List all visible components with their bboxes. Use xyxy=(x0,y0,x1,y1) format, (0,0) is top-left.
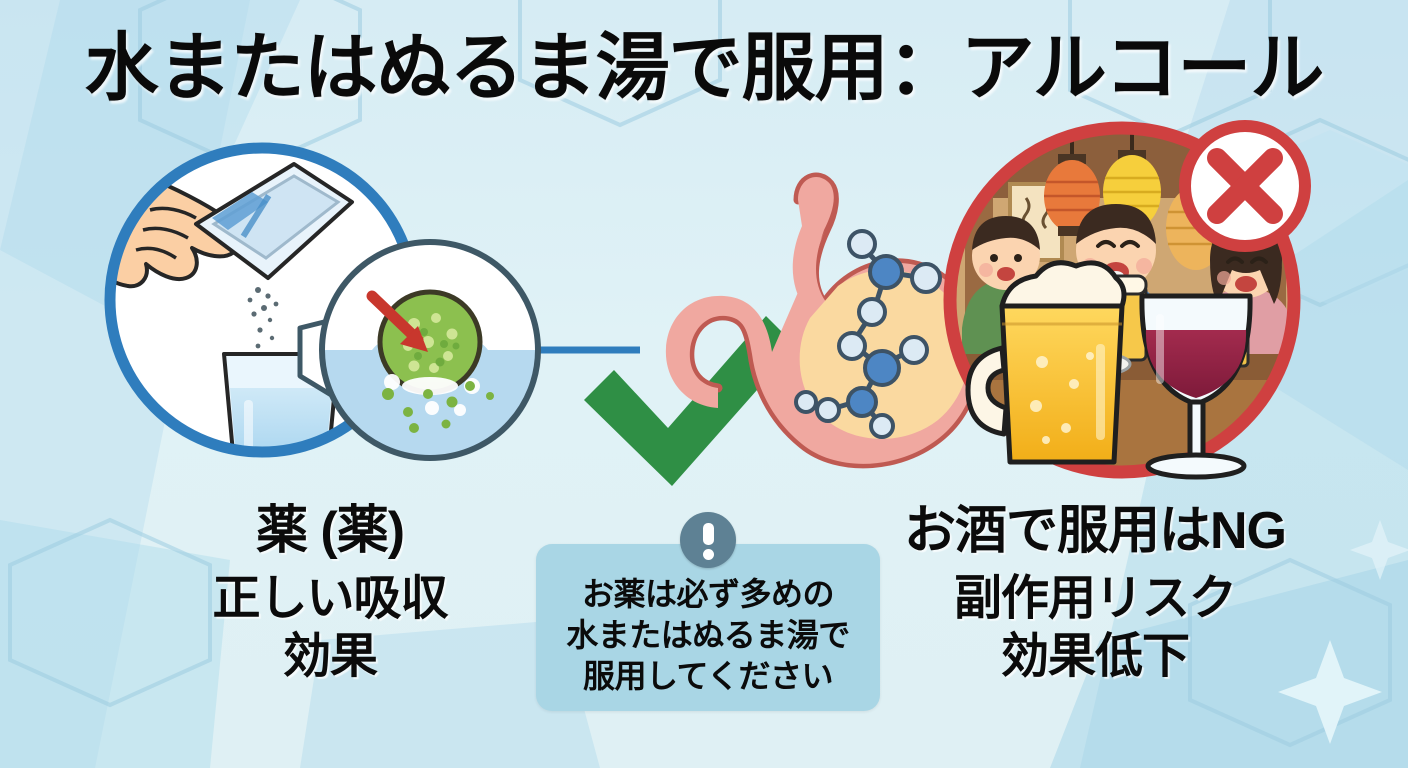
right-caption-line-1: 副作用リスク xyxy=(953,572,1237,625)
red-x-badge xyxy=(1179,120,1311,252)
exclamation-circle-icon xyxy=(680,512,736,568)
left-caption: 薬 (薬) 正しい吸収 効果 xyxy=(120,500,540,686)
dissolution-inset xyxy=(319,239,541,461)
red-arrow-icon xyxy=(366,290,428,352)
right-caption-line-2: 効果低下 xyxy=(1000,630,1190,683)
beer-mug-illustration xyxy=(965,260,1127,465)
center-callout: お薬は必ず多めの 水またはぬるま湯で 服用してください xyxy=(536,512,880,711)
left-caption-head: 薬 (薬) xyxy=(255,502,405,560)
left-caption-line-2: 効果 xyxy=(282,630,378,683)
illustration-svg xyxy=(104,120,1311,486)
powder-granules xyxy=(247,287,279,349)
medicine-molecules xyxy=(794,229,942,439)
illustration-band xyxy=(0,118,1408,488)
page-title: 水またはぬるま湯で服用：アルコール xyxy=(84,26,1325,109)
callout-line-1: お薬は必ず多めの xyxy=(581,576,835,612)
callout-box: お薬は必ず多めの 水またはぬるま湯で 服用してください xyxy=(536,544,880,711)
stomach-illustration xyxy=(665,172,983,469)
right-caption: お酒で服用はNG 副作用リスク 効果低下 xyxy=(880,500,1310,686)
callout-line-3: 服用してください xyxy=(582,658,834,694)
exclamation-stem xyxy=(702,523,714,545)
left-caption-line-1: 正しい吸収 xyxy=(212,572,448,625)
right-caption-sub: 副作用リスク 効果低下 xyxy=(880,570,1310,686)
green-check-icon xyxy=(584,316,796,486)
right-ring xyxy=(943,121,1301,479)
medicine-sachet xyxy=(194,162,354,280)
wine-glass-illustration xyxy=(1139,293,1253,480)
paper-lantern-icon xyxy=(1044,128,1100,236)
left-caption-sub: 正しい吸収 効果 xyxy=(120,570,540,686)
sparkle-icon xyxy=(1278,640,1382,744)
inset-ring xyxy=(319,239,541,461)
callout-line-2: 水またはぬるま湯で xyxy=(566,617,850,653)
exclamation-dot xyxy=(702,549,714,560)
right-caption-head: お酒で服用はNG xyxy=(903,502,1287,560)
